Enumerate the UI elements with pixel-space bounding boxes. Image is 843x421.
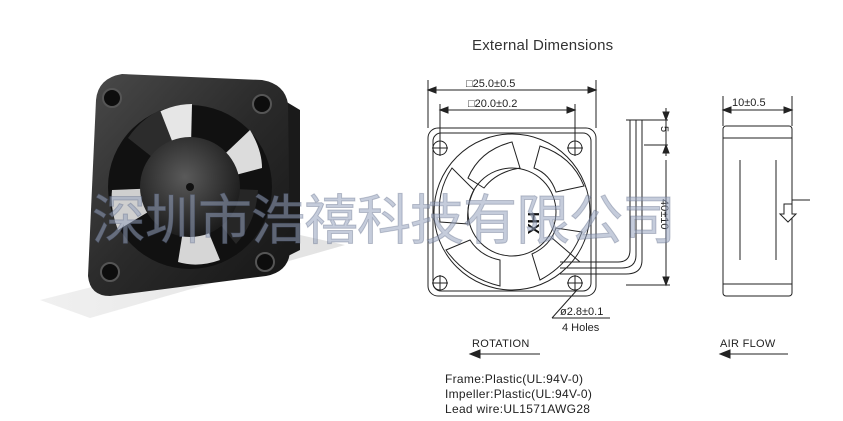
outer-size-label: □25.0±0.5 [466,78,515,90]
fan-hub-center [186,183,194,191]
lead-wire [560,120,631,263]
frame-inner [432,132,592,292]
leader-line [551,289,578,319]
fan-circle [433,133,591,291]
spec-impeller: Impeller:Plastic(UL:94V-0) [445,387,593,401]
thickness-label: 10±0.5 [732,97,766,109]
rotation-label: ROTATION [472,338,530,350]
blade-outline [533,145,585,193]
side-view-outline [722,125,793,297]
hub-logo: HX [524,212,541,235]
blade-outline [531,227,583,281]
mount-hole [255,252,275,272]
company-watermark: 深圳市浩禧科技有限公司 [92,189,677,253]
arrow-head [662,276,670,287]
arrow-head [426,86,437,94]
airflow-label: AIR FLOW [720,338,776,350]
arrow-head [783,106,794,114]
arrow-head [662,143,670,154]
blade-outline [438,167,475,225]
spec-lead-wire: Lead wire:UL1571AWG28 [445,402,591,416]
mount-hole [252,94,272,114]
arrow-head [721,106,732,114]
arrow-head [438,106,449,114]
wire-length-label: 40±10 [658,199,670,230]
mount-hole [102,88,122,108]
airflow-arrow-icon [718,349,788,359]
wire-clamp [551,237,581,263]
lead-wire [560,120,643,275]
wire-offset-label: 5 [658,126,670,132]
hole-diameter-label: ø2.8±0.1 [560,306,603,318]
arrow-head [587,86,598,94]
arrow-head [566,106,577,114]
blade-outline [445,239,501,287]
side-airflow-icon [778,203,798,223]
arrow-head [662,111,670,122]
hole-count-label: 4 Holes [562,322,600,334]
frame-outline [427,127,597,297]
hole-spacing-label: □20.0±0.2 [468,98,517,110]
diagram-title: External Dimensions [472,37,614,54]
rotation-arrow-icon [468,349,540,359]
lead-wire [560,120,637,269]
mount-hole [100,262,120,282]
blade-outline [467,141,521,189]
spec-frame: Frame:Plastic(UL:94V-0) [445,372,584,386]
